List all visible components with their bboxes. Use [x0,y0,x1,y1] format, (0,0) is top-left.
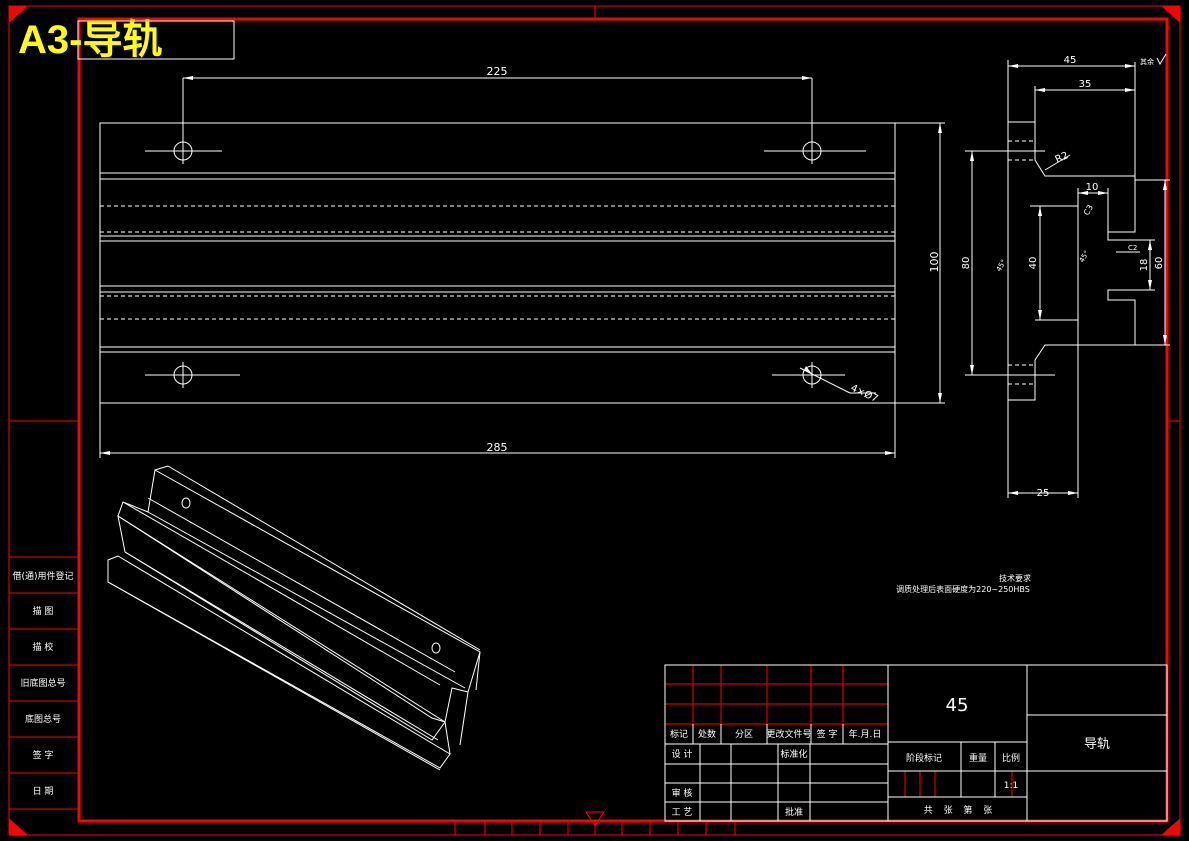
title-block [664,664,1168,822]
tb-header-4: 更改文件号 [766,728,811,740]
tb-audit: 审 核 [672,787,693,799]
side-table-cell-4: 旧底图总号 [20,677,65,689]
dim-285: 285 [487,441,508,454]
tb-part-name: 导轨 [1084,737,1110,752]
tb-approve: 批准 [785,806,803,818]
isometric-view [107,465,481,771]
dim-c3: C3 [1082,203,1095,217]
side-table-cell-7: 日 期 [33,786,54,797]
dim-18: 18 [1139,259,1150,272]
tb-process: 工 艺 [672,807,693,818]
side-table-cell-5: 底图总号 [25,713,61,725]
side-table-cell-3: 描 校 [33,641,54,653]
tech-line-1: 调质处理后表面硬度为220~250HBS [896,584,1030,594]
tb-header-6: 年.月.日 [849,728,882,740]
tb-standardize: 标准化 [780,748,807,760]
side-table-cell-6: 签 字 [33,749,54,761]
sheet-border [8,5,1181,836]
tb-scale-value: 1:1 [1004,781,1018,791]
dim-10: 10 [1086,182,1099,193]
tech-heading: 技术要求 [999,573,1031,583]
dim-c2: C2 [1128,244,1137,252]
dim-35: 35 [1079,79,1092,90]
side-arrows [970,64,1167,495]
tb-header-5: 签 字 [817,728,838,740]
tb-header-3: 分区 [735,729,753,740]
tb-header-1: 标记 [670,728,688,740]
drawing-title-name: 导轨 [82,18,163,62]
dim-80: 80 [961,257,972,270]
drawing-title-prefix: A3- [18,18,83,62]
side-table [8,556,80,810]
dim-angle-a: 45° [995,258,1008,273]
dim-100: 100 [928,252,941,273]
dim-60: 60 [1154,257,1165,270]
tb-stage-mark: 阶段标记 [906,752,942,764]
dim-r2: R2 [1054,150,1071,166]
side-view [965,60,1170,498]
drawing-title: A3-导轨 [18,18,162,62]
side-table-cell-2: 描 图 [33,605,54,617]
side-table-cell-1: 借(通)用件登记 [12,570,73,582]
tb-weight: 重量 [969,752,987,764]
dim-hole-callout: 4×Ø7 [849,382,880,405]
front-arrows [100,76,942,455]
tb-sheets: 共 张 第 张 [924,804,993,816]
tb-scale-label: 比例 [1002,752,1020,764]
tb-design: 设 计 [672,748,693,760]
roughness-icon [1156,53,1167,66]
dim-25: 25 [1037,488,1050,499]
title-box [77,20,235,60]
tb-material: 45 [946,695,969,716]
tb-header-2: 处数 [698,728,716,740]
front-view [99,77,945,458]
dim-225: 225 [487,65,508,78]
roughness-note: 其余 [1140,57,1154,66]
dim-40: 40 [1028,257,1039,270]
dim-angle-b: 45° [1078,249,1091,264]
dim-45: 45 [1064,55,1077,66]
